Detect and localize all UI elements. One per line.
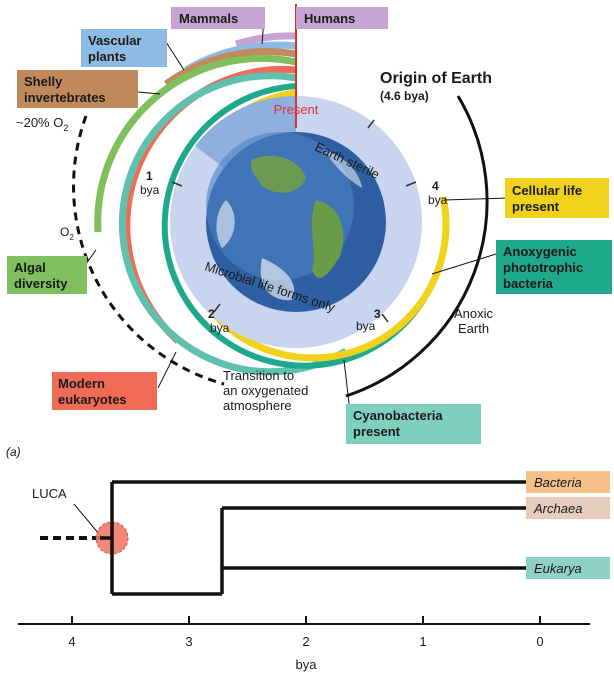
origin-title: Origin of Earth	[380, 70, 492, 87]
svg-text:present: present	[512, 199, 560, 214]
svg-text:3: 3	[185, 634, 192, 649]
tree-branches	[110, 480, 527, 596]
svg-text:eukaryotes: eukaryotes	[58, 392, 127, 407]
shelly-invertebrates-box: Shelly invertebrates	[17, 70, 138, 108]
shelly-arc	[163, 47, 297, 87]
transition-line-3: atmosphere	[223, 398, 292, 413]
anoxic-line-2: Earth	[458, 321, 489, 336]
mammals-arc	[234, 32, 297, 48]
taxon-archaea: Archaea	[526, 497, 610, 519]
tick-2bya	[213, 303, 221, 313]
axis-tick-1: 1	[419, 616, 427, 649]
anoxygenic-box: Anoxygenic phototrophic bacteria	[496, 240, 612, 294]
tick-4bya	[405, 181, 417, 187]
svg-text:bya: bya	[140, 183, 160, 197]
earth-globe	[206, 132, 386, 312]
svg-text:3: 3	[374, 307, 381, 321]
o2-small-text: O	[60, 225, 69, 239]
svg-text:4: 4	[432, 179, 439, 193]
axis-tick-2: 2	[302, 616, 310, 649]
present-label: Present	[274, 102, 319, 117]
axis-tick-4: 4	[68, 616, 76, 649]
tick-label-4: 4 bya	[428, 179, 448, 207]
transition-line-2: an oxygenated	[223, 383, 308, 398]
tick-label-3: 3 bya	[356, 307, 381, 333]
axis-tick-0: 0	[536, 616, 544, 649]
o2-small-label: O2	[60, 225, 74, 242]
axis-tick-3: 3	[185, 616, 193, 649]
oxygen-dashed-arc	[72, 115, 225, 386]
o2-left-label: ~20% O2	[16, 115, 68, 133]
vascular-plants-box: Vascular plants	[81, 29, 167, 67]
svg-text:4: 4	[68, 634, 75, 649]
luca-label: LUCA	[32, 486, 67, 501]
taxon-eukarya: Eukarya	[526, 557, 610, 579]
svg-text:0: 0	[536, 634, 543, 649]
svg-text:1: 1	[419, 634, 426, 649]
anoxygenic-arc	[161, 83, 435, 369]
svg-text:O2: O2	[60, 225, 74, 242]
algal-arc	[94, 54, 297, 233]
svg-text:1: 1	[146, 169, 153, 183]
o2-left-sub: 2	[63, 123, 68, 133]
svg-text:Modern: Modern	[58, 376, 105, 391]
tick-label-2: 2 bya	[208, 307, 230, 335]
mammals-box: Mammals	[171, 7, 265, 29]
cyanobacteria-arc	[118, 72, 348, 376]
svg-text:Bacteria: Bacteria	[534, 475, 582, 490]
algal-diversity-box: Algal diversity	[7, 256, 87, 294]
svg-text:2: 2	[208, 307, 215, 321]
transition-label: Transition to an oxygenated atmosphere	[223, 368, 308, 413]
cyanobacteria-box: Cyanobacteria present	[346, 404, 481, 444]
svg-text:Mammals: Mammals	[179, 11, 238, 26]
svg-text:Humans: Humans	[304, 11, 355, 26]
taxon-bacteria: Bacteria	[526, 471, 610, 493]
svg-text:Anoxygenic: Anoxygenic	[503, 244, 577, 259]
svg-text:diversity: diversity	[14, 276, 68, 291]
o2-small-sub: 2	[69, 233, 74, 242]
svg-text:bya: bya	[428, 193, 448, 207]
transition-line-1: Transition to	[223, 368, 294, 383]
svg-text:present: present	[353, 424, 401, 439]
origin-sub: (4.6 bya)	[380, 89, 429, 103]
svg-text:bacteria: bacteria	[503, 276, 554, 291]
svg-text:Cyanobacteria: Cyanobacteria	[353, 408, 443, 423]
tick-1bya	[171, 181, 183, 187]
anoxic-line-1: Anoxic	[454, 306, 494, 321]
svg-text:Cellular life: Cellular life	[512, 183, 582, 198]
humans-box: Humans	[296, 7, 388, 29]
svg-text:plants: plants	[88, 49, 126, 64]
svg-text:~20% O2: ~20% O2	[16, 115, 68, 133]
svg-text:Eukarya: Eukarya	[534, 561, 582, 576]
axis-title: bya	[296, 657, 318, 672]
svg-text:2: 2	[302, 634, 309, 649]
svg-text:bya: bya	[210, 321, 230, 335]
anoxic-earth-arc	[345, 95, 489, 398]
panel-a	[72, 4, 489, 398]
tick-top-right	[367, 119, 375, 129]
svg-text:Algal: Algal	[14, 260, 46, 275]
svg-text:invertebrates: invertebrates	[24, 90, 106, 105]
svg-text:Vascular: Vascular	[88, 33, 142, 48]
panel-a-label: (a)	[6, 445, 21, 459]
svg-text:phototrophic: phototrophic	[503, 260, 583, 275]
cellular-life-box: Cellular life present	[505, 178, 609, 218]
svg-text:bya: bya	[356, 319, 376, 333]
anoxic-label: Anoxic Earth	[454, 306, 494, 336]
tick-label-1: 1 bya	[140, 169, 160, 197]
svg-text:Shelly: Shelly	[24, 74, 63, 89]
panel-b-tree: LUCA Bacteria Archaea Eukarya 4 3	[18, 471, 610, 672]
tick-3bya	[381, 313, 389, 323]
modern-eukaryotes-box: Modern eukaryotes	[52, 372, 157, 410]
svg-text:Archaea: Archaea	[533, 501, 582, 516]
o2-left-text: ~20% O	[16, 115, 63, 130]
